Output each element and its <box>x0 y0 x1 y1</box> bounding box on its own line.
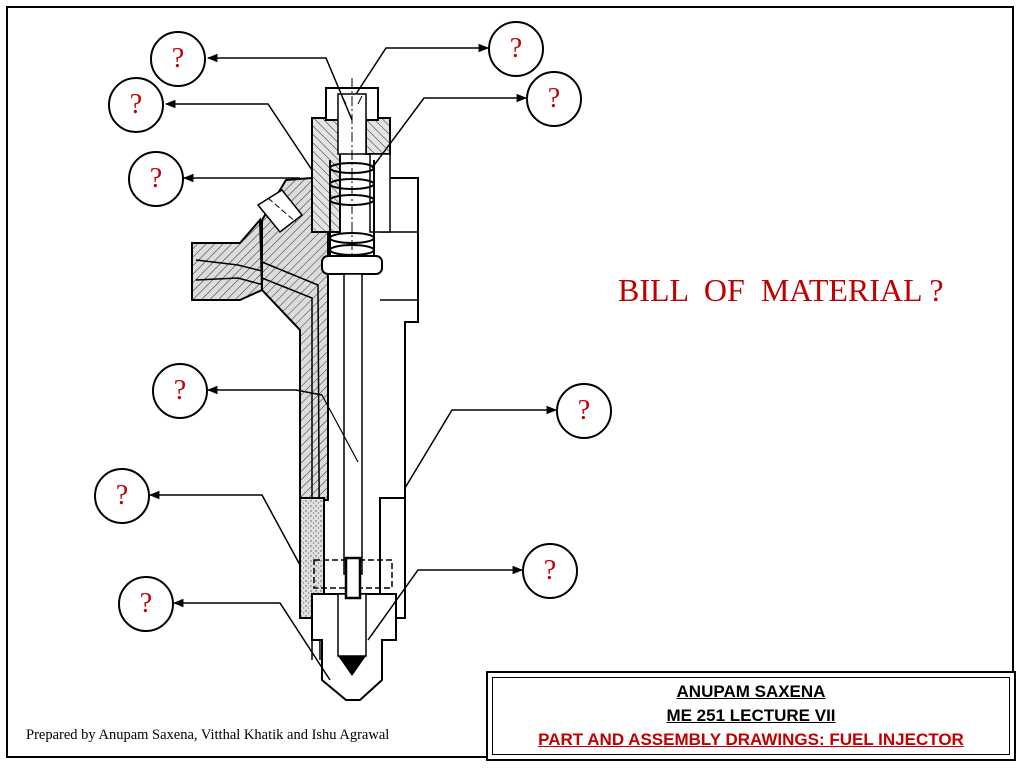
prepared-by-credit: Prepared by Anupam Saxena, Vitthal Khati… <box>26 727 390 743</box>
callout-bubble: ? <box>108 77 164 133</box>
bill-of-material-heading: BILL OF MATERIAL ? <box>618 272 944 308</box>
callout-bubble: ? <box>128 151 184 207</box>
callout-bubble: ? <box>488 21 544 77</box>
leader-lines <box>148 43 558 681</box>
callout-bubble: ? <box>94 468 150 524</box>
callout-bubble: ? <box>152 363 208 419</box>
callout-bubble: ? <box>556 383 612 439</box>
spindle <box>321 273 363 575</box>
title-block-author: ANUPAM SAXENA <box>676 682 826 701</box>
callout-bubble: ? <box>526 71 582 127</box>
title-block-subject: PART AND ASSEMBLY DRAWINGS: FUEL INJECTO… <box>538 730 964 749</box>
title-block-course: ME 251 LECTURE VII <box>666 706 836 725</box>
nozzle-body <box>311 593 397 701</box>
title-block-inner: ANUPAM SAXENA ME 251 LECTURE VII PART AN… <box>492 677 1010 755</box>
title-block: ANUPAM SAXENA ME 251 LECTURE VII PART AN… <box>486 671 1016 761</box>
needle-valve <box>344 556 362 600</box>
callout-bubble: ? <box>150 31 206 87</box>
spring-seat <box>321 255 383 275</box>
callout-bubble: ? <box>522 543 578 599</box>
callout-bubble: ? <box>118 576 174 632</box>
